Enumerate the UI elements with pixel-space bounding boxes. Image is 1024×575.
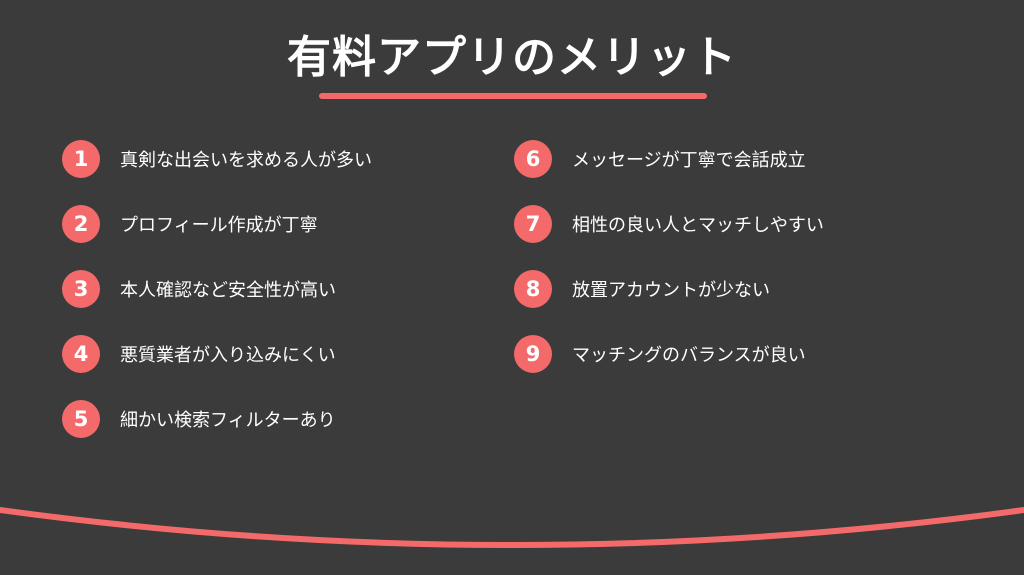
merit-item-3: 3 本人確認など安全性が高い: [62, 270, 336, 308]
merit-item-1: 1 真剣な出会いを求める人が多い: [62, 140, 372, 178]
bottom-arc-decoration: [0, 507, 1024, 548]
number-badge-6: 6: [514, 140, 552, 178]
merit-item-9: 9 マッチングのバランスが良い: [514, 335, 806, 373]
title-underline: [319, 93, 707, 99]
number-badge-8: 8: [514, 270, 552, 308]
merit-item-5: 5 細かい検索フィルターあり: [62, 400, 336, 438]
merit-text-6: メッセージが丁寧で会話成立: [572, 150, 806, 171]
number-badge-9: 9: [514, 335, 552, 373]
merit-text-9: マッチングのバランスが良い: [572, 345, 806, 366]
merit-item-8: 8 放置アカウントが少ない: [514, 270, 770, 308]
merit-text-2: プロフィール作成が丁寧: [120, 215, 318, 236]
merit-item-4: 4 悪質業者が入り込みにくい: [62, 335, 336, 373]
page-title: 有料アプリのメリット: [287, 32, 737, 83]
merit-item-6: 6 メッセージが丁寧で会話成立: [514, 140, 806, 178]
number-badge-7: 7: [514, 205, 552, 243]
merit-item-2: 2 プロフィール作成が丁寧: [62, 205, 318, 243]
number-badge-2: 2: [62, 205, 100, 243]
merit-text-7: 相性の良い人とマッチしやすい: [572, 215, 824, 236]
merit-text-5: 細かい検索フィルターあり: [120, 410, 336, 431]
merit-item-7: 7 相性の良い人とマッチしやすい: [514, 205, 824, 243]
number-badge-1: 1: [62, 140, 100, 178]
number-badge-5: 5: [62, 400, 100, 438]
merit-text-4: 悪質業者が入り込みにくい: [120, 345, 336, 366]
merit-text-3: 本人確認など安全性が高い: [120, 280, 336, 301]
merit-text-8: 放置アカウントが少ない: [572, 280, 770, 301]
merit-text-1: 真剣な出会いを求める人が多い: [120, 150, 372, 171]
number-badge-3: 3: [62, 270, 100, 308]
number-badge-4: 4: [62, 335, 100, 373]
